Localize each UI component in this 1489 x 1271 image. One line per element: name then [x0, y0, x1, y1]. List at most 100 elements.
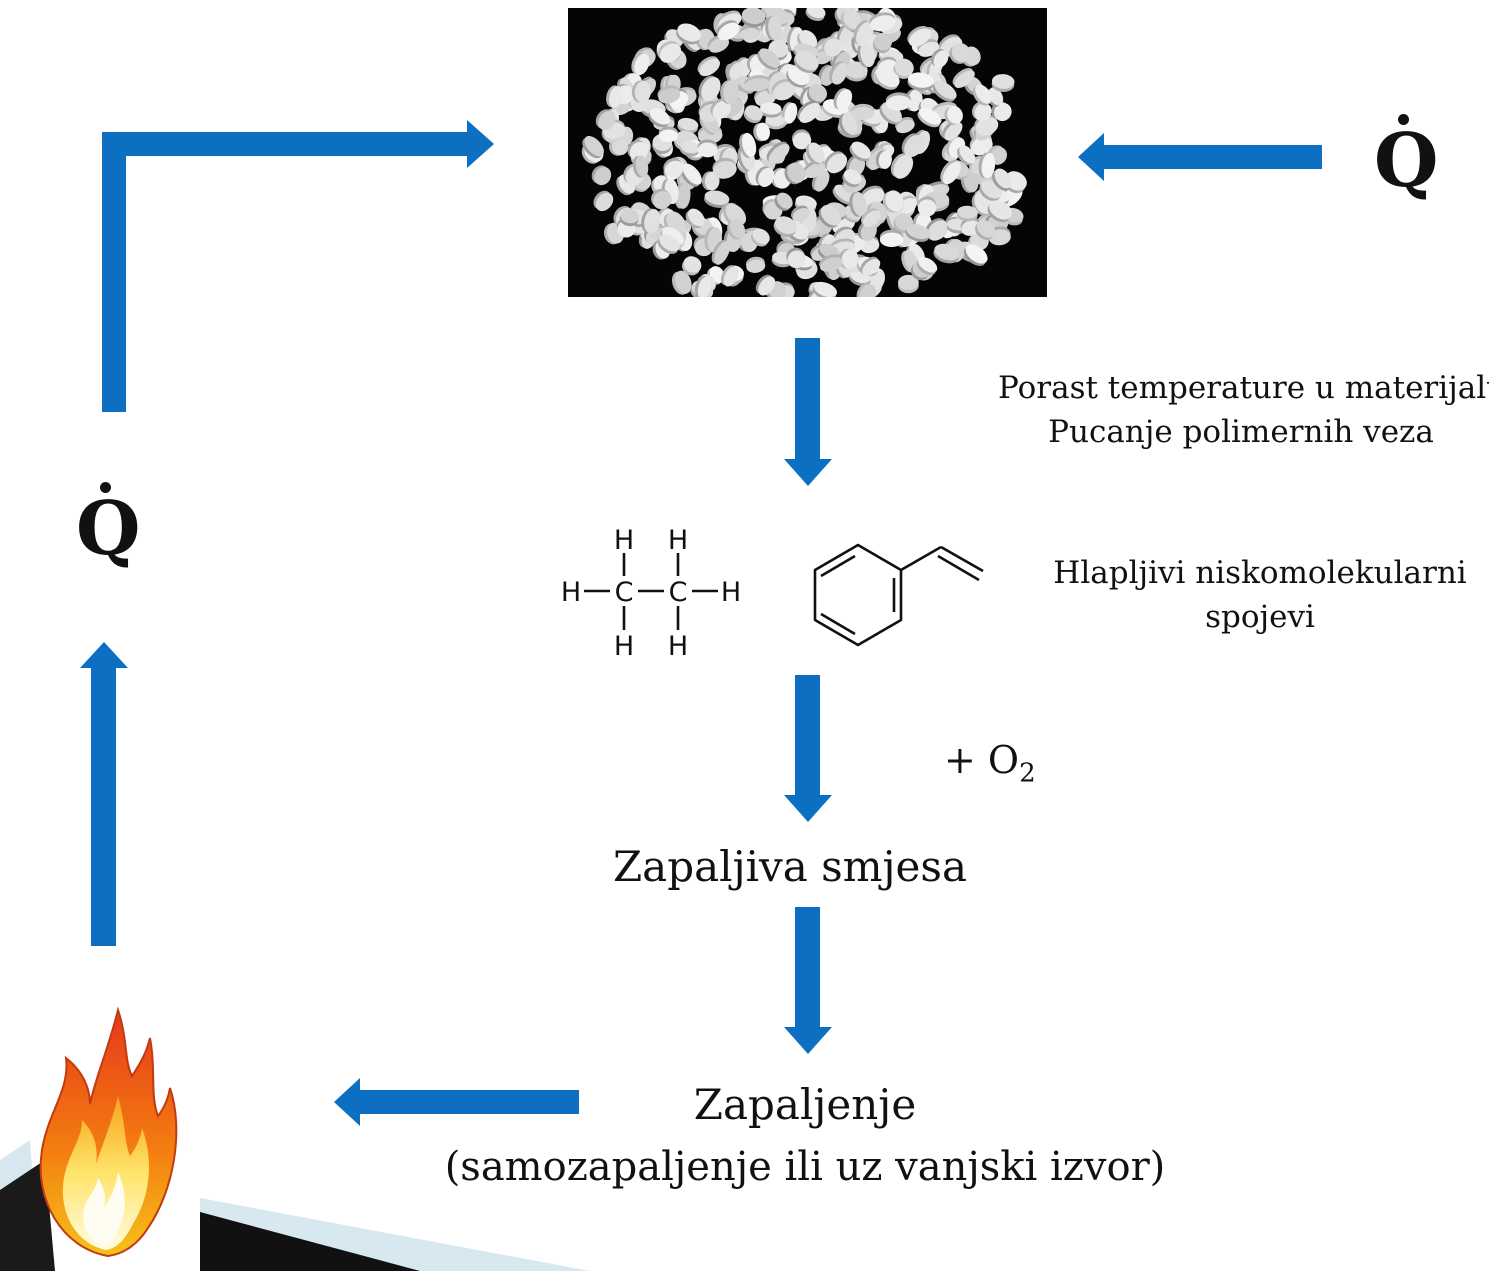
pellet — [648, 108, 671, 128]
ethane-c-right: C — [669, 577, 688, 608]
heat-symbol-right: Q — [1374, 114, 1438, 198]
pellet — [750, 228, 770, 247]
pellet — [726, 60, 744, 80]
pellet — [595, 109, 616, 131]
pellet — [711, 239, 731, 265]
pellet — [805, 142, 825, 165]
styrene-structure — [813, 543, 984, 647]
pellet — [992, 168, 1012, 190]
pellet — [942, 120, 963, 141]
pellet — [901, 133, 924, 158]
pellet — [838, 248, 859, 269]
pellet — [745, 256, 766, 273]
pellet — [917, 196, 937, 217]
pellet — [657, 85, 681, 104]
pellet — [710, 98, 732, 120]
pellet — [840, 9, 862, 31]
pellet — [771, 78, 796, 101]
pellet — [860, 256, 881, 276]
pellet — [818, 204, 842, 228]
pellet — [991, 74, 1015, 92]
pellet — [907, 72, 934, 91]
pellet — [591, 165, 612, 186]
pellet — [676, 23, 702, 45]
pellet — [704, 190, 730, 208]
ethane-h-bottom-left: H — [614, 631, 634, 662]
pellet — [671, 270, 692, 295]
label-temperature-rise: Porast temperature u materijalu — [998, 370, 1489, 406]
pellet — [917, 107, 942, 128]
pellet — [773, 216, 797, 237]
pellet — [879, 229, 904, 248]
pellet — [681, 256, 702, 276]
pellet — [759, 102, 782, 118]
slide-decoration — [0, 1140, 590, 1271]
pellet — [593, 190, 614, 212]
pellet — [944, 106, 963, 125]
pellet — [856, 283, 877, 297]
pellet — [907, 25, 931, 47]
pellet — [933, 243, 960, 264]
pellet — [805, 8, 826, 21]
arrow-down-1 — [784, 338, 832, 486]
pellet — [956, 145, 976, 166]
pellet — [720, 265, 739, 287]
pellet — [727, 219, 746, 240]
pellet — [663, 158, 684, 178]
pellet — [657, 234, 680, 254]
pellet — [905, 223, 931, 242]
arrow-down-2 — [784, 675, 832, 822]
pellet — [712, 157, 737, 179]
ethane-h-left: H — [561, 577, 581, 608]
pellet — [971, 101, 992, 122]
pellet — [697, 139, 718, 158]
oxygen-subscript: 2 — [1019, 758, 1036, 789]
pellet — [606, 85, 623, 108]
pellet — [849, 191, 867, 217]
pellet — [824, 151, 848, 174]
pellet — [975, 220, 996, 240]
pellet — [861, 208, 881, 228]
ethane-h-right: H — [721, 577, 741, 608]
pellet — [741, 8, 766, 28]
pellet — [972, 84, 992, 106]
pellet — [860, 185, 885, 207]
arrow-heat-input — [1078, 133, 1322, 181]
ethane-c-left: C — [615, 577, 634, 608]
pellet — [952, 68, 975, 89]
pellet — [755, 166, 775, 187]
pellet — [949, 42, 971, 64]
pellet — [882, 190, 904, 213]
pellet — [753, 122, 770, 142]
pellet — [812, 281, 838, 297]
pellet — [698, 75, 721, 102]
label-volatile-compounds-2: spojevi — [1205, 599, 1315, 635]
pellet — [916, 257, 938, 276]
ethane-structure — [584, 553, 718, 630]
pellet — [679, 140, 700, 157]
pellet — [987, 200, 1012, 223]
pellet — [743, 105, 763, 124]
pellet — [857, 41, 876, 68]
pellet — [872, 32, 892, 54]
pellet — [791, 129, 812, 150]
pellet — [739, 132, 757, 158]
pellet — [627, 140, 649, 161]
pellet — [874, 68, 900, 90]
pellet — [893, 58, 914, 79]
pellet — [784, 162, 806, 185]
pellet — [697, 56, 720, 77]
ethane-h-bottom-right: H — [668, 631, 688, 662]
pellet — [793, 50, 819, 74]
pellet — [766, 141, 790, 164]
pellet — [694, 275, 712, 297]
label-ignition: Zapaljenje — [693, 1080, 917, 1129]
arrow-down-3 — [784, 907, 832, 1054]
pellet — [658, 126, 679, 143]
pellet — [757, 48, 781, 70]
pellet — [849, 141, 871, 162]
polymer-pellets-photo — [568, 8, 1047, 297]
arrow-up-left — [80, 642, 128, 946]
pellet — [838, 112, 857, 136]
